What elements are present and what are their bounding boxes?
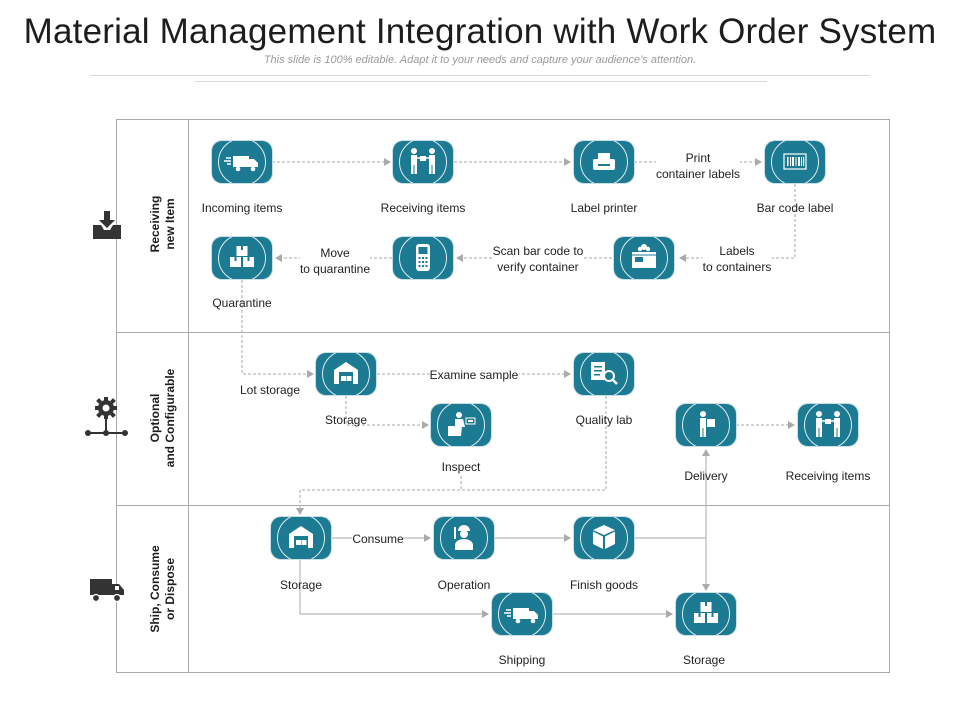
storage-label-2: Storage xyxy=(279,578,323,592)
delivery-truck-icon xyxy=(224,156,258,172)
quality-lab-label: Quality lab xyxy=(575,413,633,427)
page-title: Material Management Integration with Wor… xyxy=(23,12,937,51)
shipping-label: Shipping xyxy=(498,653,546,667)
receiving-items-node-2 xyxy=(798,404,858,446)
shipping-node xyxy=(492,593,552,635)
page-subtitle: This slide is 100% editable. Adapt it to… xyxy=(263,54,697,66)
delivery-node xyxy=(676,404,736,446)
package-icon xyxy=(593,525,615,549)
warehouse-icon xyxy=(334,362,358,384)
edge-label-scan-bar-code: Scan bar code to verify container xyxy=(492,243,584,275)
lane-optional xyxy=(116,331,890,506)
inspection-worker-icon xyxy=(448,412,476,436)
arrow-storage-to-shipping xyxy=(299,560,489,618)
storage-label-3: Storage xyxy=(682,653,726,667)
worker-icon xyxy=(454,525,473,550)
finish-goods-node xyxy=(574,517,634,559)
bar-code-label-label: Bar code label xyxy=(756,201,834,215)
incoming-items-label: Incoming items xyxy=(201,201,283,215)
storage-label: Storage xyxy=(324,413,368,427)
edge-label-examine-sample: Examine sample xyxy=(429,367,519,383)
boxes-icon xyxy=(694,602,718,623)
storage-node-2 xyxy=(271,517,331,559)
receiving-items-label-2: Receiving items xyxy=(785,469,871,483)
bar-code-label-node xyxy=(765,141,825,183)
handover-people-icon xyxy=(411,148,435,174)
edge-label-consume: Consume xyxy=(352,531,404,547)
inspect-label: Inspect xyxy=(441,460,481,474)
edge-label-lot-storage: Lot storage xyxy=(239,382,301,398)
quarantine-label: Quarantine xyxy=(212,296,272,310)
handover-people-icon xyxy=(816,411,840,437)
edge-label-labels-to-containers: Labels to containers xyxy=(702,243,772,275)
labeled-box-icon xyxy=(632,244,656,268)
lane-header-divider xyxy=(116,119,189,672)
arrow-qualitylab-to-storage2 xyxy=(296,396,607,515)
quality-lab-node xyxy=(574,353,634,395)
delivery-truck-icon xyxy=(504,608,538,624)
label-printer-label: Label printer xyxy=(570,201,638,215)
label-printer-node xyxy=(574,141,634,183)
storage-node xyxy=(316,353,376,395)
truck-icon xyxy=(90,579,124,603)
barcode-scanner-node xyxy=(393,237,453,279)
printer-icon xyxy=(593,153,615,170)
receiving-items-label: Receiving items xyxy=(380,201,466,215)
boxes-icon xyxy=(230,246,254,267)
arrow-quarantine-to-storage xyxy=(241,280,314,378)
delivery-label: Delivery xyxy=(684,469,728,483)
gear-network-icon xyxy=(85,397,128,436)
divider xyxy=(195,81,767,82)
inbox-download-icon xyxy=(93,211,121,239)
edge-label-move-quarantine: Move to quarantine xyxy=(299,245,371,277)
inspect-node xyxy=(431,404,491,446)
finish-goods-label: Finish goods xyxy=(569,578,639,592)
storage-node-3 xyxy=(676,593,736,635)
barcode-icon xyxy=(783,153,807,170)
barcode-scanner-icon xyxy=(416,244,430,271)
quarantine-node xyxy=(212,237,272,279)
labeled-container-node xyxy=(614,237,674,279)
warehouse-icon xyxy=(289,526,313,548)
operation-node xyxy=(434,517,494,559)
document-search-icon xyxy=(591,362,618,385)
divider xyxy=(90,75,870,76)
delivery-person-icon xyxy=(700,411,715,437)
edge-label-print-container: Print container labels xyxy=(655,150,741,182)
receiving-items-node xyxy=(393,141,453,183)
incoming-items-node xyxy=(212,141,272,183)
operation-label: Operation xyxy=(437,578,491,592)
